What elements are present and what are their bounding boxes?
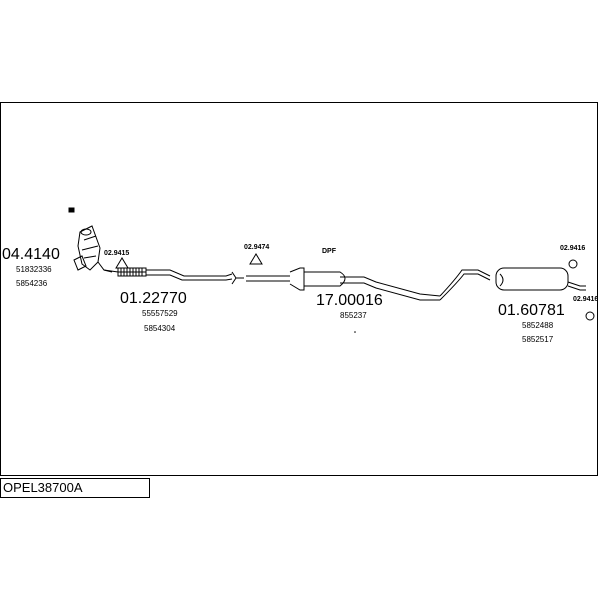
model-code-box: OPEL38700A (0, 478, 150, 498)
part-ref-55557529: 55557529 (142, 309, 178, 318)
gasket-02-9474-shape (249, 253, 263, 265)
mount-02-9416-a-shape (568, 259, 578, 269)
mount-02-9416-b-shape (585, 311, 595, 321)
part-ref-5854304: 5854304 (144, 324, 176, 333)
part-number-01-60781: 01.60781 (498, 302, 565, 319)
part-ref-5854236: 5854236 (16, 279, 48, 288)
part-number-04-4140: 04.4140 (2, 246, 60, 263)
catalytic-converter-shape (68, 207, 113, 273)
diagram-frame (0, 102, 598, 476)
dpf-middle-section-shape (246, 267, 491, 301)
part-ref-5852517: 5852517 (522, 335, 554, 344)
part-ref-855237: 855237 (340, 311, 367, 320)
part-number-02-9415: 02.9415 (104, 250, 130, 257)
gasket-02-9415-shape (115, 257, 129, 269)
model-code: OPEL38700A (3, 480, 83, 495)
front-pipe-shape (103, 267, 233, 281)
part-ref-5852488: 5852488 (522, 321, 554, 330)
part-number-02-9474: 02.9474 (244, 244, 270, 251)
joint-flange-shape (231, 271, 244, 285)
part-number-01-22770: 01.22770 (120, 290, 187, 307)
part-number-02-9416-b: 02.9416 (573, 296, 599, 303)
dpf-label: DPF (322, 248, 336, 255)
part-number-17-00016: 17.00016 (316, 292, 383, 309)
part-number-02-9416-a: 02.9416 (560, 245, 586, 252)
rear-silencer-shape (495, 267, 586, 291)
part-ref-51832336: 51832336 (16, 265, 52, 274)
